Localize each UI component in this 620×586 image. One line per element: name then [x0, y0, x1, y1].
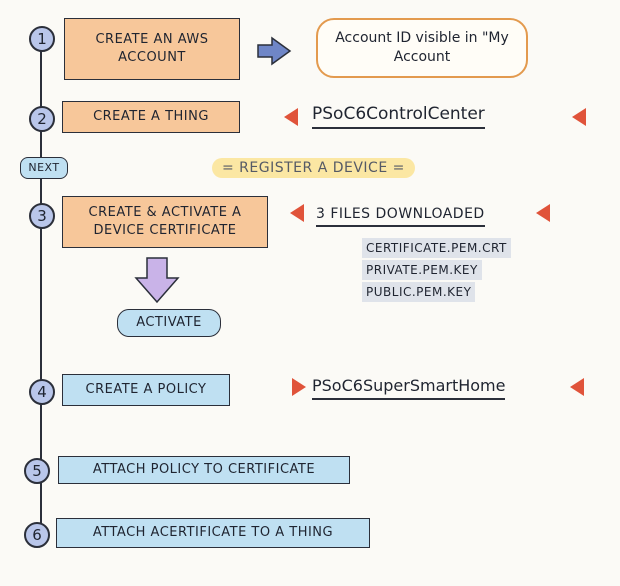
arrow-right-icon [257, 36, 292, 66]
marker-left-icon [284, 108, 298, 126]
step-6-number: 6 [24, 522, 50, 548]
arrow-down-icon [134, 257, 180, 304]
step-1-box: CREATE AN AWS ACCOUNT [64, 18, 240, 80]
step-6-box: ATTACH ACERTIFICATE TO A THING [56, 518, 370, 548]
marker-left-icon [570, 378, 584, 396]
file-item: PUBLIC.PEM.KEY [362, 282, 476, 302]
step-2-box: CREATE A THING [62, 101, 240, 133]
step-3-number: 3 [29, 203, 55, 229]
step-4-box: CREATE A POLICY [62, 374, 230, 406]
thing-name: PSoC6ControlCenter [312, 104, 485, 129]
files-list: CERTIFICATE.PEM.CRT PRIVATE.PEM.KEY PUBL… [362, 238, 511, 304]
step-5-number: 5 [24, 458, 50, 484]
file-item: PRIVATE.PEM.KEY [362, 260, 482, 280]
step-4-number: 4 [29, 379, 55, 405]
marker-right-icon [292, 378, 306, 396]
marker-left-icon [572, 108, 586, 126]
step-1-number: 1 [29, 26, 55, 52]
step-2-number: 2 [29, 106, 55, 132]
activate-box: ACTIVATE [117, 309, 221, 337]
step-3-box: CREATE & ACTIVATE A DEVICE CERTIFICATE [62, 196, 268, 248]
files-title: 3 FILES DOWNLOADED [316, 206, 485, 227]
marker-left-icon [290, 204, 304, 222]
marker-left-icon [536, 204, 550, 222]
next-badge: NEXT [20, 157, 68, 179]
timeline-line [40, 30, 42, 530]
file-item: CERTIFICATE.PEM.CRT [362, 238, 511, 258]
account-note-box: Account ID visible in "My Account [316, 18, 528, 78]
register-device-banner: = REGISTER A DEVICE = [212, 158, 415, 178]
policy-name: PSoC6SuperSmartHome [312, 376, 506, 400]
step-5-box: ATTACH POLICY TO CERTIFICATE [58, 456, 350, 484]
